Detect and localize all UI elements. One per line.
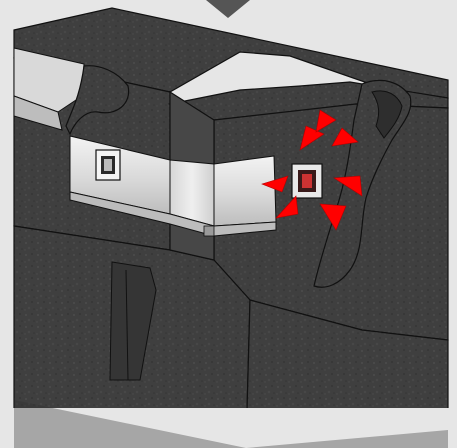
- metal-strap-bottom-lip: [69, 191, 277, 237]
- foam-base-shadow: [14, 400, 448, 448]
- burst-ray-left: [261, 175, 289, 193]
- strap-clip-right-icon: [291, 163, 323, 199]
- burst-ray-bottom-right: [319, 203, 347, 231]
- strap-notch: [203, 225, 215, 237]
- strap-clip-left-icon: [95, 149, 121, 181]
- burst-ray-right: [333, 175, 363, 197]
- burst-ray-top-right: [331, 127, 359, 147]
- attention-burst-icon: [261, 109, 363, 231]
- foam-lower-left-groove: [109, 261, 157, 381]
- metal-rail-left-shade: [13, 95, 63, 131]
- foam-bump-left: [65, 65, 130, 136]
- burst-ray-top-left: [299, 125, 325, 151]
- metal-strap-right: [213, 155, 277, 227]
- metal-rail-left: [13, 47, 85, 113]
- burst-ray-bottom-left: [275, 195, 299, 219]
- foam-pocket-right-inner: [371, 90, 403, 139]
- chevron-down-icon: [206, 0, 250, 18]
- burst-ray-top: [315, 109, 337, 133]
- foam-lower-left-groove-line: [125, 269, 129, 381]
- floor-area: [0, 408, 457, 448]
